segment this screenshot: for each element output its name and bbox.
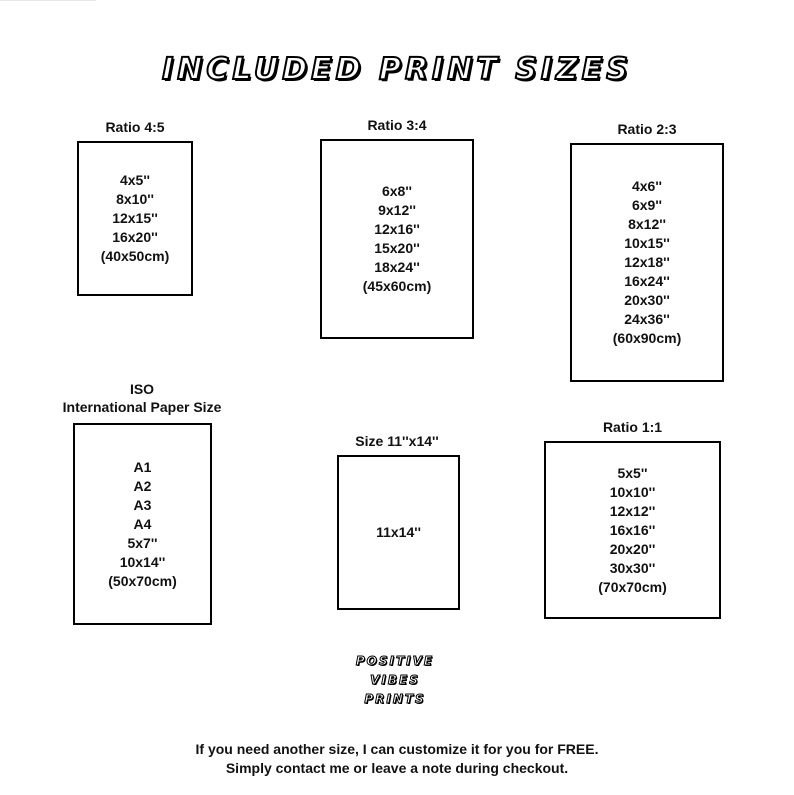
size-item: 6x8'': [381, 183, 413, 199]
size-item: 30x30'': [609, 559, 656, 576]
size-item: 24x36'': [624, 311, 670, 327]
iso-box: A1 A2 A3 A4 5x7'' 10x14'' (50x70cm): [73, 423, 212, 625]
size-item: A4: [133, 515, 152, 532]
size-11x14-label: Size 11''x14'': [320, 432, 474, 450]
size-item: 6x9'': [631, 197, 663, 213]
group-label-line: International Paper Size: [62, 399, 222, 415]
size-item: 16x16'': [609, 521, 656, 538]
size-item: 16x20'': [112, 229, 158, 245]
size-item: 10x15'': [624, 235, 670, 251]
group-label-line: Ratio 4:5: [105, 119, 165, 135]
brand-logo: POSITIVE VIBES PRINTS: [330, 652, 460, 709]
size-item: 12x16'': [374, 221, 420, 237]
logo-line: PRINTS: [364, 692, 426, 707]
size-item: (60x90cm): [612, 330, 682, 346]
top-divider: [0, 0, 96, 1]
ratio-1-1-box: 5x5'' 10x10'' 12x12'' 16x16'' 20x20'' 30…: [544, 441, 721, 619]
size-item: (40x50cm): [100, 248, 170, 264]
group-label-line: Ratio 1:1: [602, 419, 663, 435]
size-item: 5x7'': [127, 534, 158, 551]
size-item: A3: [133, 496, 152, 513]
size-item: 5x5'': [617, 464, 648, 481]
ratio-1-1-label: Ratio 1:1: [544, 418, 721, 436]
size-item: 12x15'': [112, 210, 158, 226]
group-label-line: Size 11''x14'': [355, 433, 439, 449]
ratio-2-3-box: 4x6'' 6x9'' 8x12'' 10x15'' 12x18'' 16x24…: [570, 143, 724, 382]
size-item: 8x12'': [628, 216, 666, 232]
size-item: A1: [133, 458, 152, 475]
logo-line: POSITIVE: [355, 654, 435, 669]
group-label-line: Ratio 3:4: [367, 117, 427, 133]
footer-line: If you need another size, I can customiz…: [195, 741, 599, 757]
size-item: 16x24'': [624, 273, 670, 289]
size-item: 11x14'': [376, 524, 421, 540]
ratio-4-5-label: Ratio 4:5: [60, 118, 210, 136]
group-label-line: Ratio 2:3: [617, 121, 677, 137]
size-item: (45x60cm): [362, 278, 432, 294]
ratio-3-4-label: Ratio 3:4: [320, 116, 474, 134]
size-item: 10x10'': [609, 483, 656, 500]
size-item: 9x12'': [378, 202, 416, 218]
size-item: 20x30'': [624, 292, 670, 308]
size-item: A2: [133, 477, 152, 494]
iso-label: ISO International Paper Size: [40, 380, 244, 416]
logo-line: VIBES: [370, 673, 420, 688]
group-label-line: ISO: [129, 381, 155, 397]
footer-note: If you need another size, I can customiz…: [0, 740, 794, 778]
page-title: INCLUDED PRINT SIZES: [161, 51, 632, 88]
size-item: 18x24'': [374, 259, 420, 275]
footer-line: Simply contact me or leave a note during…: [225, 760, 569, 776]
size-item: 4x5'': [119, 172, 151, 188]
size-item: 15x20'': [374, 240, 420, 256]
ratio-2-3-label: Ratio 2:3: [570, 120, 724, 138]
size-item: 4x6'': [631, 178, 663, 194]
ratio-4-5-box: 4x5'' 8x10'' 12x15'' 16x20'' (40x50cm): [77, 141, 193, 296]
size-item: 8x10'': [116, 191, 154, 207]
size-item: 12x12'': [609, 502, 656, 519]
size-item: (50x70cm): [108, 572, 177, 589]
size-item: 12x18'': [624, 254, 670, 270]
size-item: 10x14'': [119, 553, 166, 570]
size-11x14-box: 11x14'': [337, 455, 460, 610]
size-item: (70x70cm): [598, 578, 667, 595]
size-item: 20x20'': [609, 540, 656, 557]
ratio-3-4-box: 6x8'' 9x12'' 12x16'' 15x20'' 18x24'' (45…: [320, 139, 474, 339]
